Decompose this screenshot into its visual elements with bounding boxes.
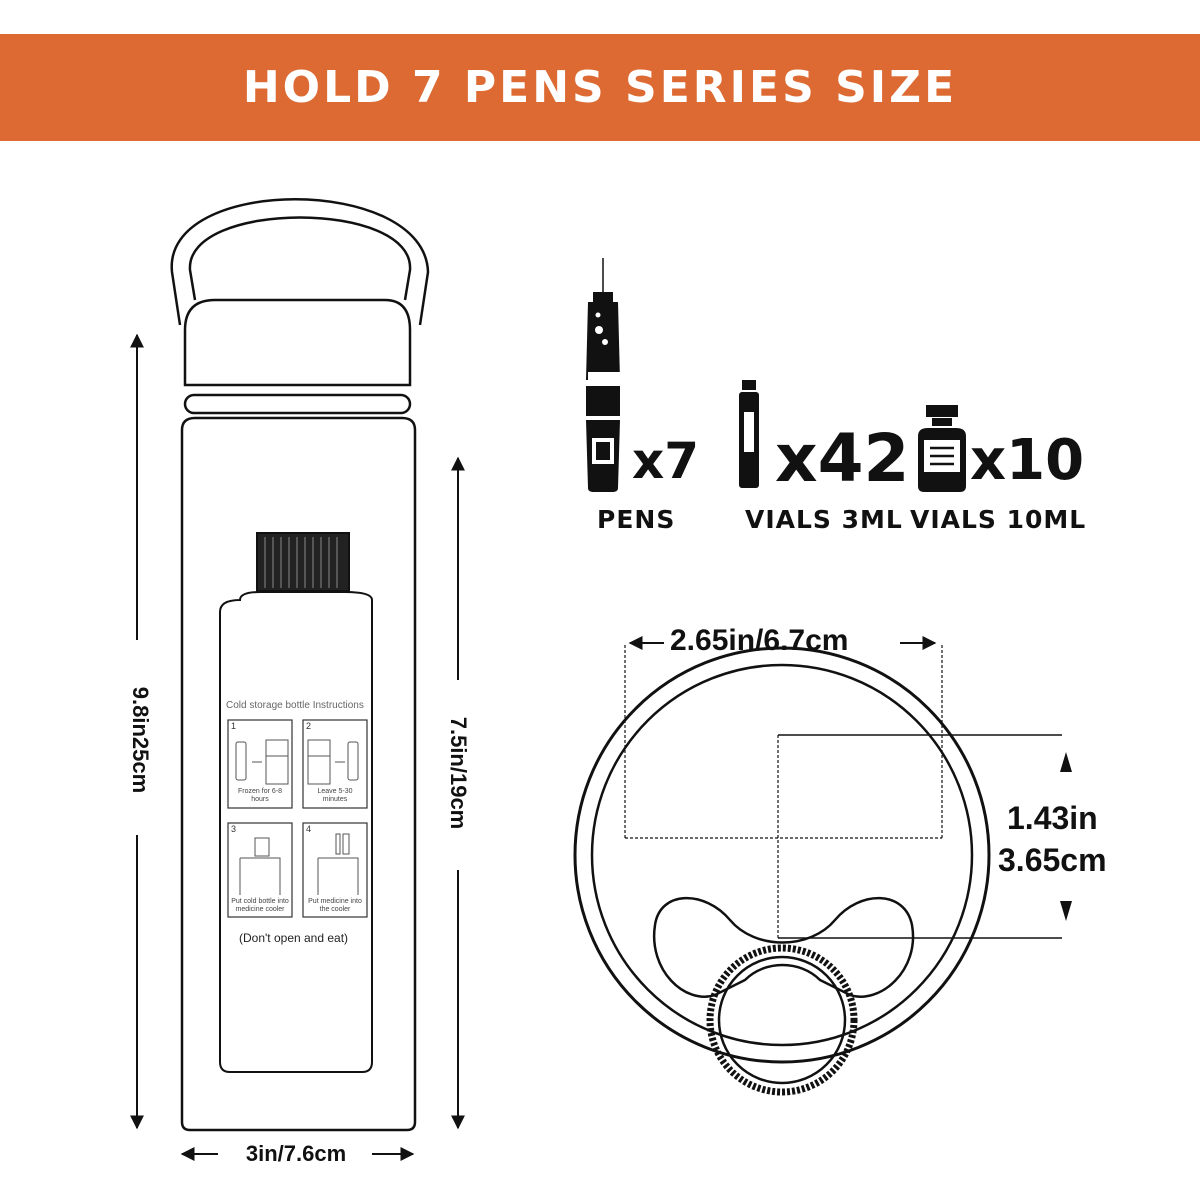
top-view-solid-guides bbox=[778, 734, 1062, 939]
step-number: 2 bbox=[306, 721, 312, 731]
top-view-guides bbox=[624, 645, 943, 940]
page-title: HOLD 7 PENS SERIES SIZE bbox=[242, 62, 958, 113]
large-vials-label: VIALS 10ML bbox=[910, 505, 1087, 534]
top-view-width-label: 2.65in/6.7cm bbox=[670, 624, 849, 657]
bottle-body bbox=[180, 416, 417, 1132]
step-number: 4 bbox=[306, 824, 312, 834]
large-vials-count: x10 bbox=[970, 428, 1085, 493]
bottle-outline bbox=[170, 198, 430, 1132]
top-view-depth-label-in: 1.43in bbox=[1007, 800, 1098, 836]
step-text: Leave 5-30 minutes bbox=[317, 788, 353, 803]
small-vial-icon bbox=[739, 380, 759, 488]
small-vials-label: VIALS 3ML bbox=[745, 505, 903, 534]
header-banner: HOLD 7 PENS SERIES SIZE bbox=[0, 34, 1200, 141]
step-number: 1 bbox=[231, 721, 237, 731]
large-vial-icon bbox=[918, 405, 966, 492]
cold-storage-bottle bbox=[219, 532, 373, 1073]
pens-count: x7 bbox=[632, 432, 700, 490]
instructions-note: (Don't open and eat) bbox=[239, 931, 349, 945]
top-view-depth-dimension bbox=[1060, 752, 1072, 921]
pens-label: PENS bbox=[597, 505, 676, 534]
step-text: Frozen for 6-8 hours bbox=[238, 788, 282, 803]
bottle-ring bbox=[183, 393, 412, 415]
step-text: Put medicine into the cooler bbox=[308, 898, 362, 913]
top-view-depth-label-cm: 3.65cm bbox=[998, 842, 1107, 878]
small-vials-count: x42 bbox=[775, 420, 910, 497]
inner-height-label: 7.5in/19cm bbox=[446, 716, 471, 830]
step-number: 3 bbox=[231, 824, 237, 834]
top-view-container bbox=[573, 646, 991, 1096]
cap-top-view bbox=[706, 944, 858, 1096]
bottle-height-label: 9.8in25cm bbox=[128, 686, 153, 794]
bottle-width-label: 3in/7.6cm bbox=[245, 1141, 347, 1166]
bottle-cap bbox=[183, 298, 412, 387]
bottle-handle bbox=[170, 198, 430, 326]
instructions-title: Cold storage bottle Instructions bbox=[226, 700, 364, 711]
insulin-pen-icon bbox=[586, 258, 620, 492]
step-text: Put cold bottle into medicine cooler bbox=[231, 898, 289, 913]
